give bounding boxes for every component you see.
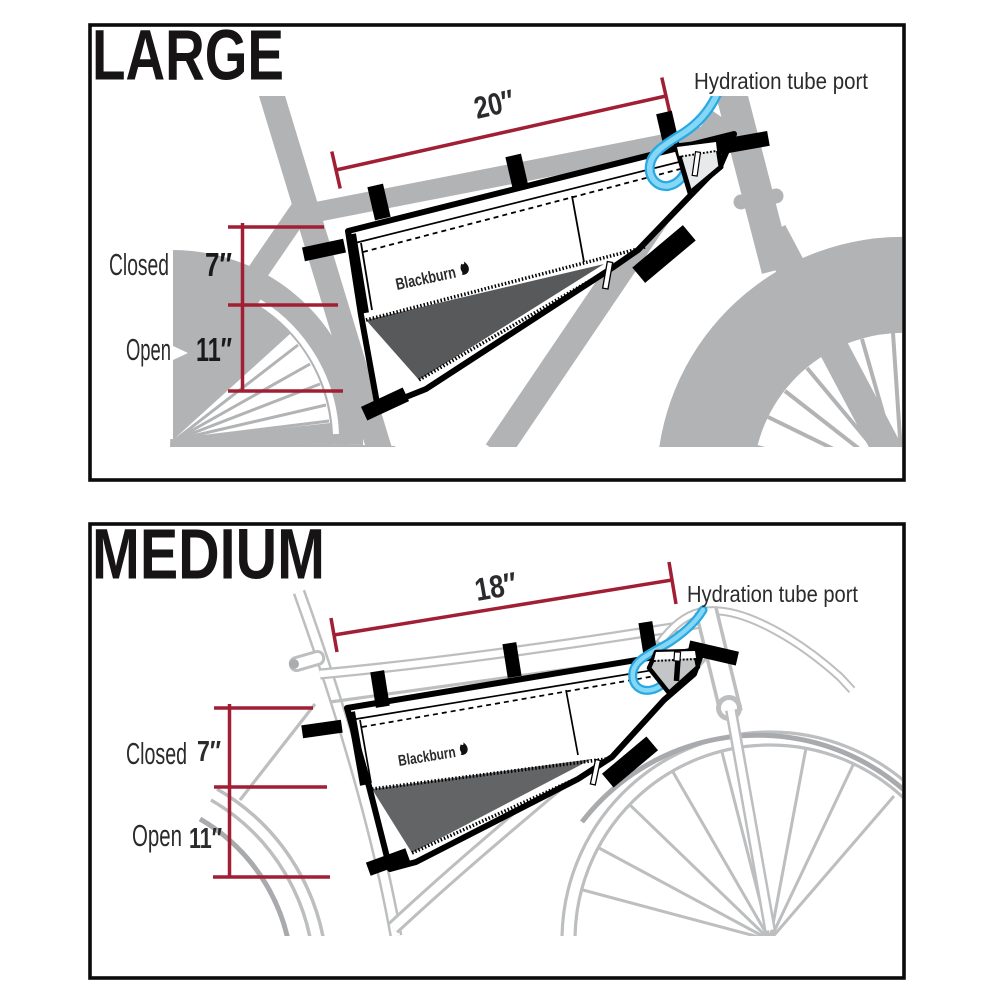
svg-text:Open: Open (126, 332, 171, 367)
svg-text:Hydration tube port: Hydration tube port (694, 68, 869, 94)
svg-text:7″: 7″ (205, 246, 232, 283)
svg-text:18″: 18″ (472, 565, 520, 608)
svg-text:Closed: Closed (126, 736, 187, 771)
svg-text:Closed: Closed (109, 247, 169, 282)
svg-text:Hydration tube port: Hydration tube port (687, 581, 859, 607)
svg-text:11″: 11″ (196, 331, 232, 368)
svg-text:MEDIUM: MEDIUM (92, 516, 325, 595)
svg-text:Open: Open (132, 818, 182, 853)
svg-text:7″: 7″ (197, 736, 221, 768)
svg-text:LARGE: LARGE (92, 17, 284, 96)
svg-text:11″: 11″ (189, 823, 222, 855)
